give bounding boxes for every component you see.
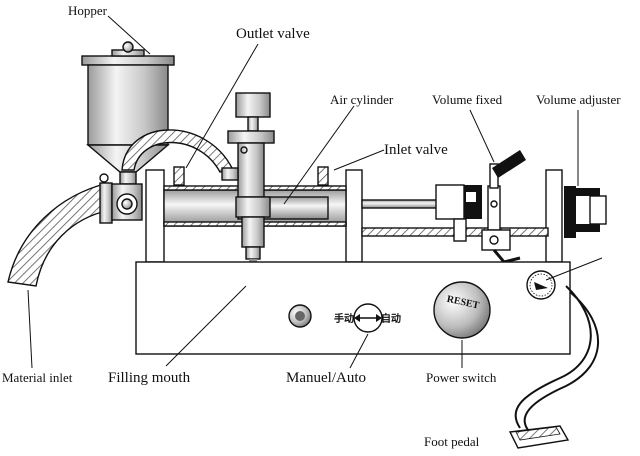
material-inlet-hose [7,182,111,287]
manual-auto-label: Manuel/Auto [286,370,366,386]
manual-text: 手动 [334,312,354,325]
air-cylinder-label: Air cylinder [330,92,394,107]
inlet-valve-body [99,173,143,224]
volume-fixed-label: Volume fixed [432,92,503,107]
power-switch-label: Power switch [426,370,497,385]
power-switch-button[interactable]: RESET [433,281,491,339]
indicator-light [288,304,312,328]
auto-text: 自动 [381,312,401,325]
inlet-valve-label: Inlet valve [384,142,448,158]
filling-mouth-label: Filling mouth [108,370,191,386]
material-inlet-label: Material inlet [2,370,73,385]
outlet-valve-label: Outlet valve [236,26,310,42]
machine-base [135,261,571,355]
foot-pedal-label: Foot pedal [424,434,480,449]
hopper-label: Hopper [68,3,108,18]
pressure-gauge [526,270,556,300]
volume-mechanism [435,150,607,264]
manual-auto-switch[interactable]: 手动 自动 [334,303,401,333]
outlet-valve [221,92,275,285]
foot-pedal[interactable] [508,285,599,449]
volume-adjuster-label: Volume adjuster [536,92,621,107]
leader-lines [27,15,603,369]
